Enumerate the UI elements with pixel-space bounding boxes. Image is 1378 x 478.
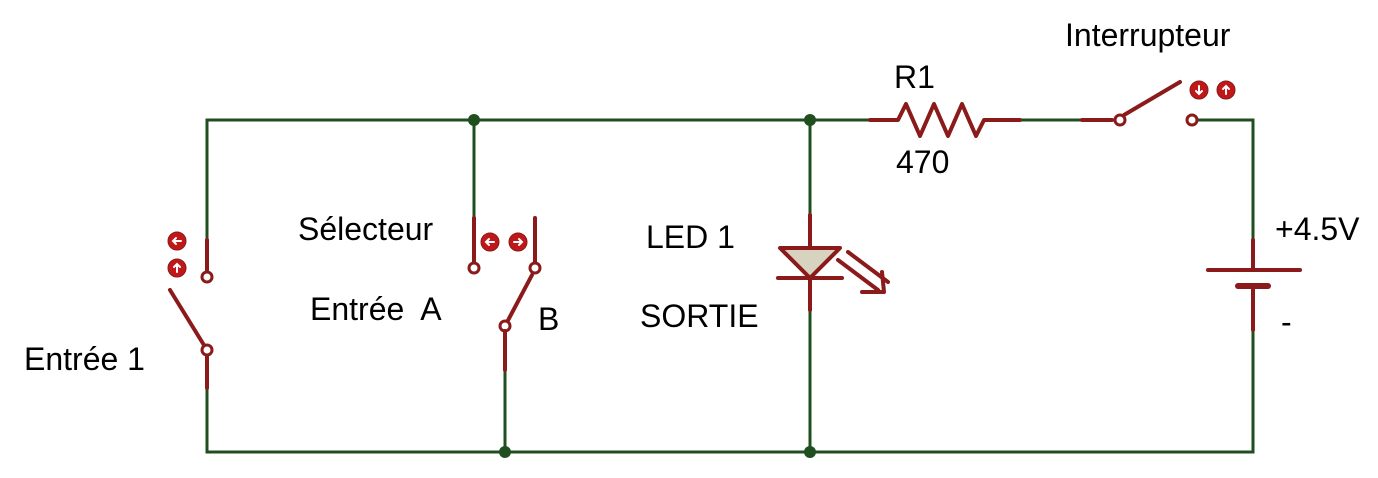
led-1 [776, 213, 890, 312]
junction-dot [468, 114, 480, 126]
label-r1-value: 470 [896, 144, 949, 180]
junction-dot [804, 114, 816, 126]
junction-dot [499, 446, 511, 458]
toggle-arrow-icon[interactable] [480, 232, 528, 252]
switch-interrupteur[interactable] [1080, 80, 1236, 127]
wires [205, 118, 1255, 454]
selector-pin-b [528, 261, 542, 275]
label-led: LED 1 [646, 219, 735, 255]
light-emission-arrows-icon [836, 250, 890, 294]
toggle-arrow-icon[interactable] [167, 231, 187, 278]
led-triangle [778, 246, 842, 280]
resistor-r1 [868, 102, 1022, 138]
label-b: B [538, 301, 559, 337]
battery [1206, 238, 1302, 332]
label-interrupteur: Interrupteur [1065, 17, 1231, 53]
label-entree-1: Entrée 1 [24, 341, 145, 377]
toggle-arrow-icon[interactable] [1189, 80, 1236, 100]
label-battery-plus: +4.5V [1275, 211, 1360, 247]
label-r1: R1 [894, 59, 935, 95]
switch-entree-1[interactable] [167, 231, 214, 390]
label-battery-minus: - [1281, 304, 1292, 340]
selector-pin-a [467, 261, 481, 275]
label-selecteur: Sélecteur [298, 211, 434, 247]
junctions [468, 114, 816, 458]
label-entree-a: Entrée A [310, 291, 442, 327]
labels: Entrée 1 Sélecteur Entrée A B LED 1 SORT… [24, 17, 1360, 377]
selector-switch[interactable] [467, 216, 542, 372]
label-sortie: SORTIE [640, 298, 759, 334]
junction-dot [804, 446, 816, 458]
